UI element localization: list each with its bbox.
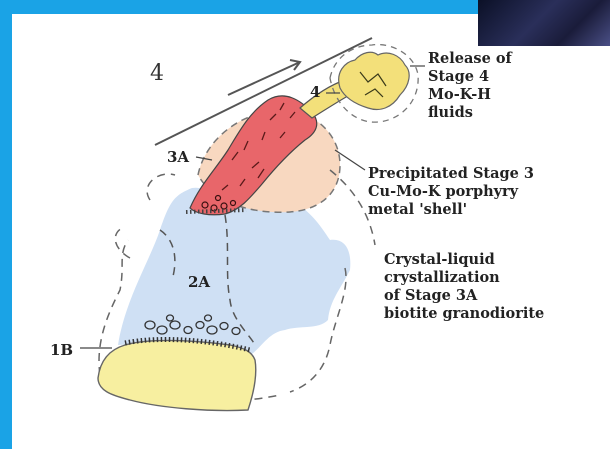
- label-1B: 1B: [50, 341, 73, 359]
- annotation-crystallization: Crystal-liquid crystallization of Stage …: [384, 251, 544, 322]
- granodiorite-body-2A: [118, 188, 350, 355]
- annotation-release: Release of Stage 4 Mo-K-H fluids: [428, 50, 514, 121]
- svg-text:Stage 4: Stage 4: [428, 68, 489, 85]
- svg-text:of Stage 3A: of Stage 3A: [384, 287, 478, 304]
- svg-text:metal 'shell': metal 'shell': [368, 201, 467, 218]
- stage-number-label: 4: [150, 61, 164, 86]
- base-1B: [98, 340, 256, 410]
- svg-text:Cu-Mo-K porphyry: Cu-Mo-K porphyry: [368, 183, 519, 200]
- svg-text:Crystal-liquid: Crystal-liquid: [384, 251, 495, 268]
- svg-text:crystallization: crystallization: [384, 269, 500, 286]
- label-2A: 2A: [188, 273, 210, 291]
- annotation-precipitated: Precipitated Stage 3 Cu-Mo-K porphyry me…: [368, 165, 534, 218]
- svg-text:Release of: Release of: [428, 50, 514, 67]
- stage4-release-blob: [339, 52, 409, 109]
- svg-text:Precipitated Stage 3: Precipitated Stage 3: [368, 165, 534, 182]
- svg-text:Mo-K-H: Mo-K-H: [428, 86, 491, 103]
- svg-text:fluids: fluids: [428, 104, 473, 121]
- label-3A: 3A: [167, 148, 189, 166]
- label-4: 4: [310, 83, 320, 101]
- svg-text:biotite granodiorite: biotite granodiorite: [384, 305, 544, 322]
